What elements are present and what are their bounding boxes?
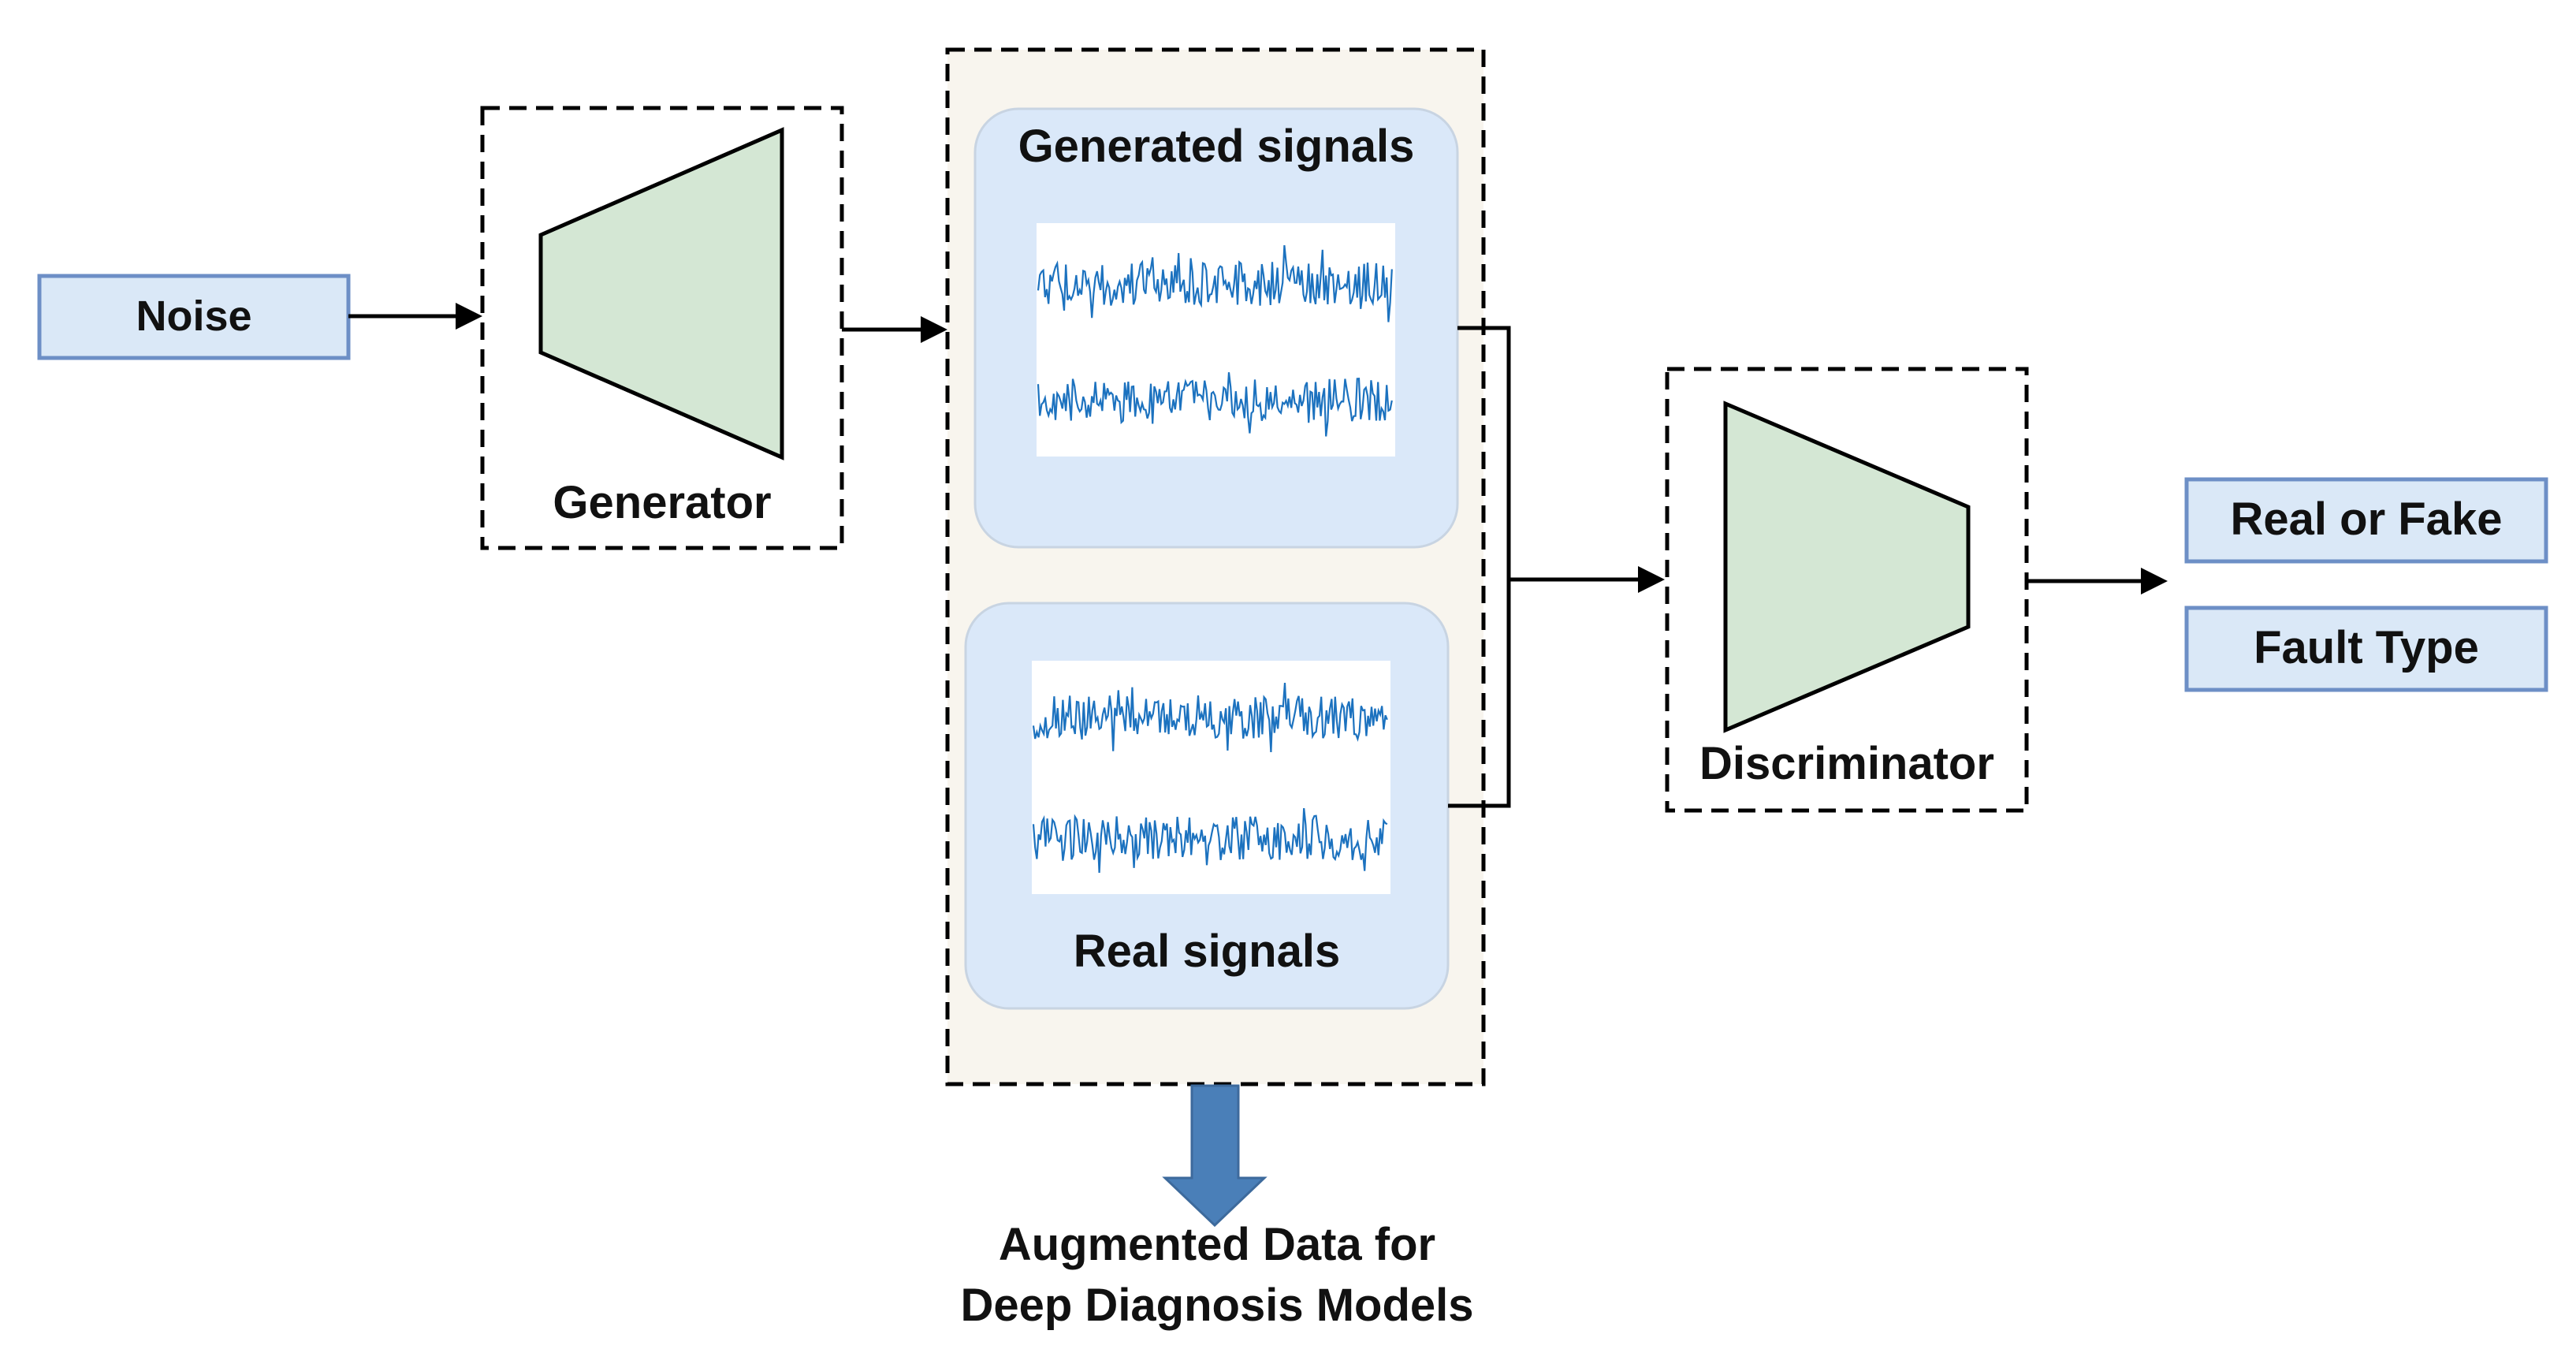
real-waveform-2: [1032, 807, 1388, 873]
discriminator-label: Discriminator: [1699, 738, 1994, 789]
generated-signals-label: Generated signals: [1018, 121, 1415, 172]
generator-label: Generator: [553, 477, 771, 528]
discriminator-box: [1665, 367, 2029, 813]
discriminator-trapezoid: [1723, 401, 1971, 733]
real-or-fake-label: Real or Fake: [2231, 494, 2503, 545]
generator-trapezoid: [538, 127, 784, 460]
generated-signals-plot: [1037, 223, 1395, 457]
connector-generated: [1448, 326, 1511, 808]
arrowhead-outputs: [2141, 568, 2168, 594]
real-signals-label: Real signals: [1074, 926, 1340, 977]
real-waveform-1: [1032, 683, 1388, 752]
arrowhead-discriminator: [1638, 566, 1665, 593]
real-signals-plot: [1032, 661, 1390, 894]
arrowhead-signals: [921, 316, 947, 343]
noise-label: Noise: [136, 293, 251, 340]
augmented-data-line-1: Augmented Data for: [999, 1219, 1435, 1270]
noise-box: [37, 274, 351, 360]
augmented-data-line-2: Deep Diagnosis Models: [960, 1280, 1473, 1331]
fault-type-label: Fault Type: [2254, 622, 2479, 673]
fault-type-box: [2184, 606, 2548, 692]
generated-waveform-1: [1037, 244, 1393, 322]
real-or-fake-box: [2184, 477, 2548, 564]
arrowhead-generator: [456, 303, 482, 330]
generated-waveform-2: [1037, 372, 1393, 437]
down-arrow: [1162, 1084, 1268, 1228]
